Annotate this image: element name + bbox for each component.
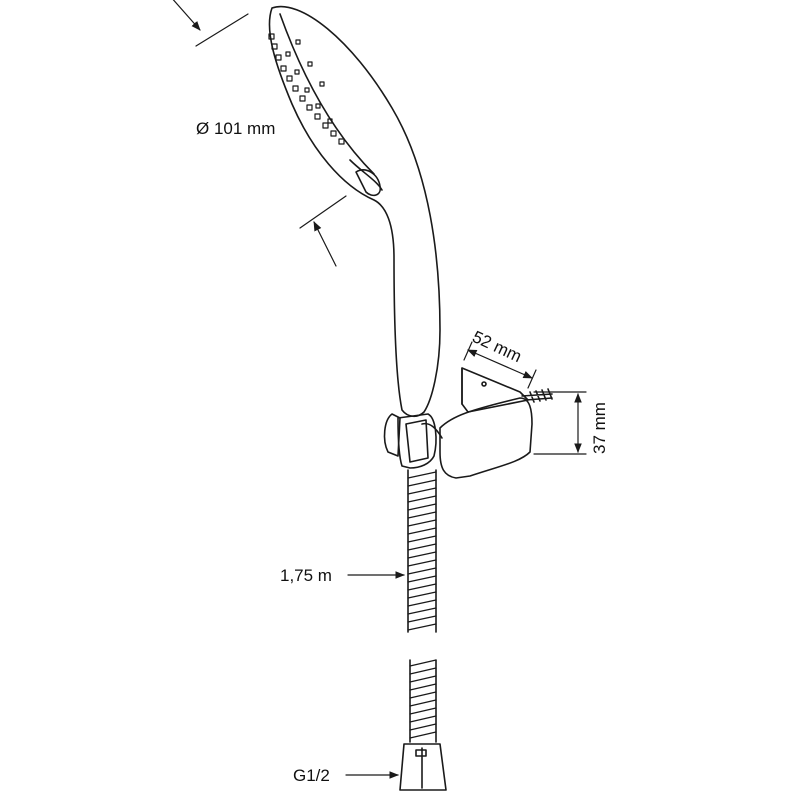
head-diameter-label: Ø 101 mm: [196, 119, 276, 138]
hose-connector-nut: [399, 743, 447, 791]
head-notch: [355, 169, 382, 197]
hose-length-label: 1,75 m: [280, 566, 332, 585]
bracket-clamp-collar: [397, 413, 437, 469]
nut-window: [415, 749, 427, 757]
hose-lower-coils: [409, 659, 437, 739]
wall-bracket: [383, 367, 553, 479]
nut-outline: [399, 743, 447, 791]
thread-size-label: G1/2: [293, 766, 330, 785]
dimension-bracket-depth: [463, 341, 537, 389]
diameter-extension-bottom: [299, 195, 347, 229]
bracket-height-label: 37 mm: [590, 402, 609, 454]
diameter-extension-top: [195, 13, 249, 47]
bracket-clamp-band: [405, 419, 429, 463]
bracket-screw-hole: [481, 381, 487, 387]
spray-nozzles: [268, 33, 345, 145]
hose-upper: [407, 469, 437, 633]
wall-screw: [521, 388, 553, 403]
bracket-clamp-ring: [421, 422, 443, 439]
diameter-arrow-top: [172, 0, 201, 31]
spray-face-line: [279, 13, 375, 175]
depth-dimension-line: [467, 349, 533, 379]
hose-lower: [409, 659, 437, 743]
diameter-arrow-bottom: [313, 221, 337, 267]
shower-head-outline: [268, 5, 441, 418]
dimension-bracket-height: [533, 391, 587, 455]
bracket-top: [461, 367, 529, 413]
shower-head: [268, 5, 441, 418]
depth-extension-right: [527, 369, 537, 389]
bracket-front: [439, 397, 533, 479]
bracket-clamp-left: [383, 413, 401, 457]
hose-upper-coils: [407, 471, 437, 631]
dimension-head-diameter: [172, 0, 347, 267]
